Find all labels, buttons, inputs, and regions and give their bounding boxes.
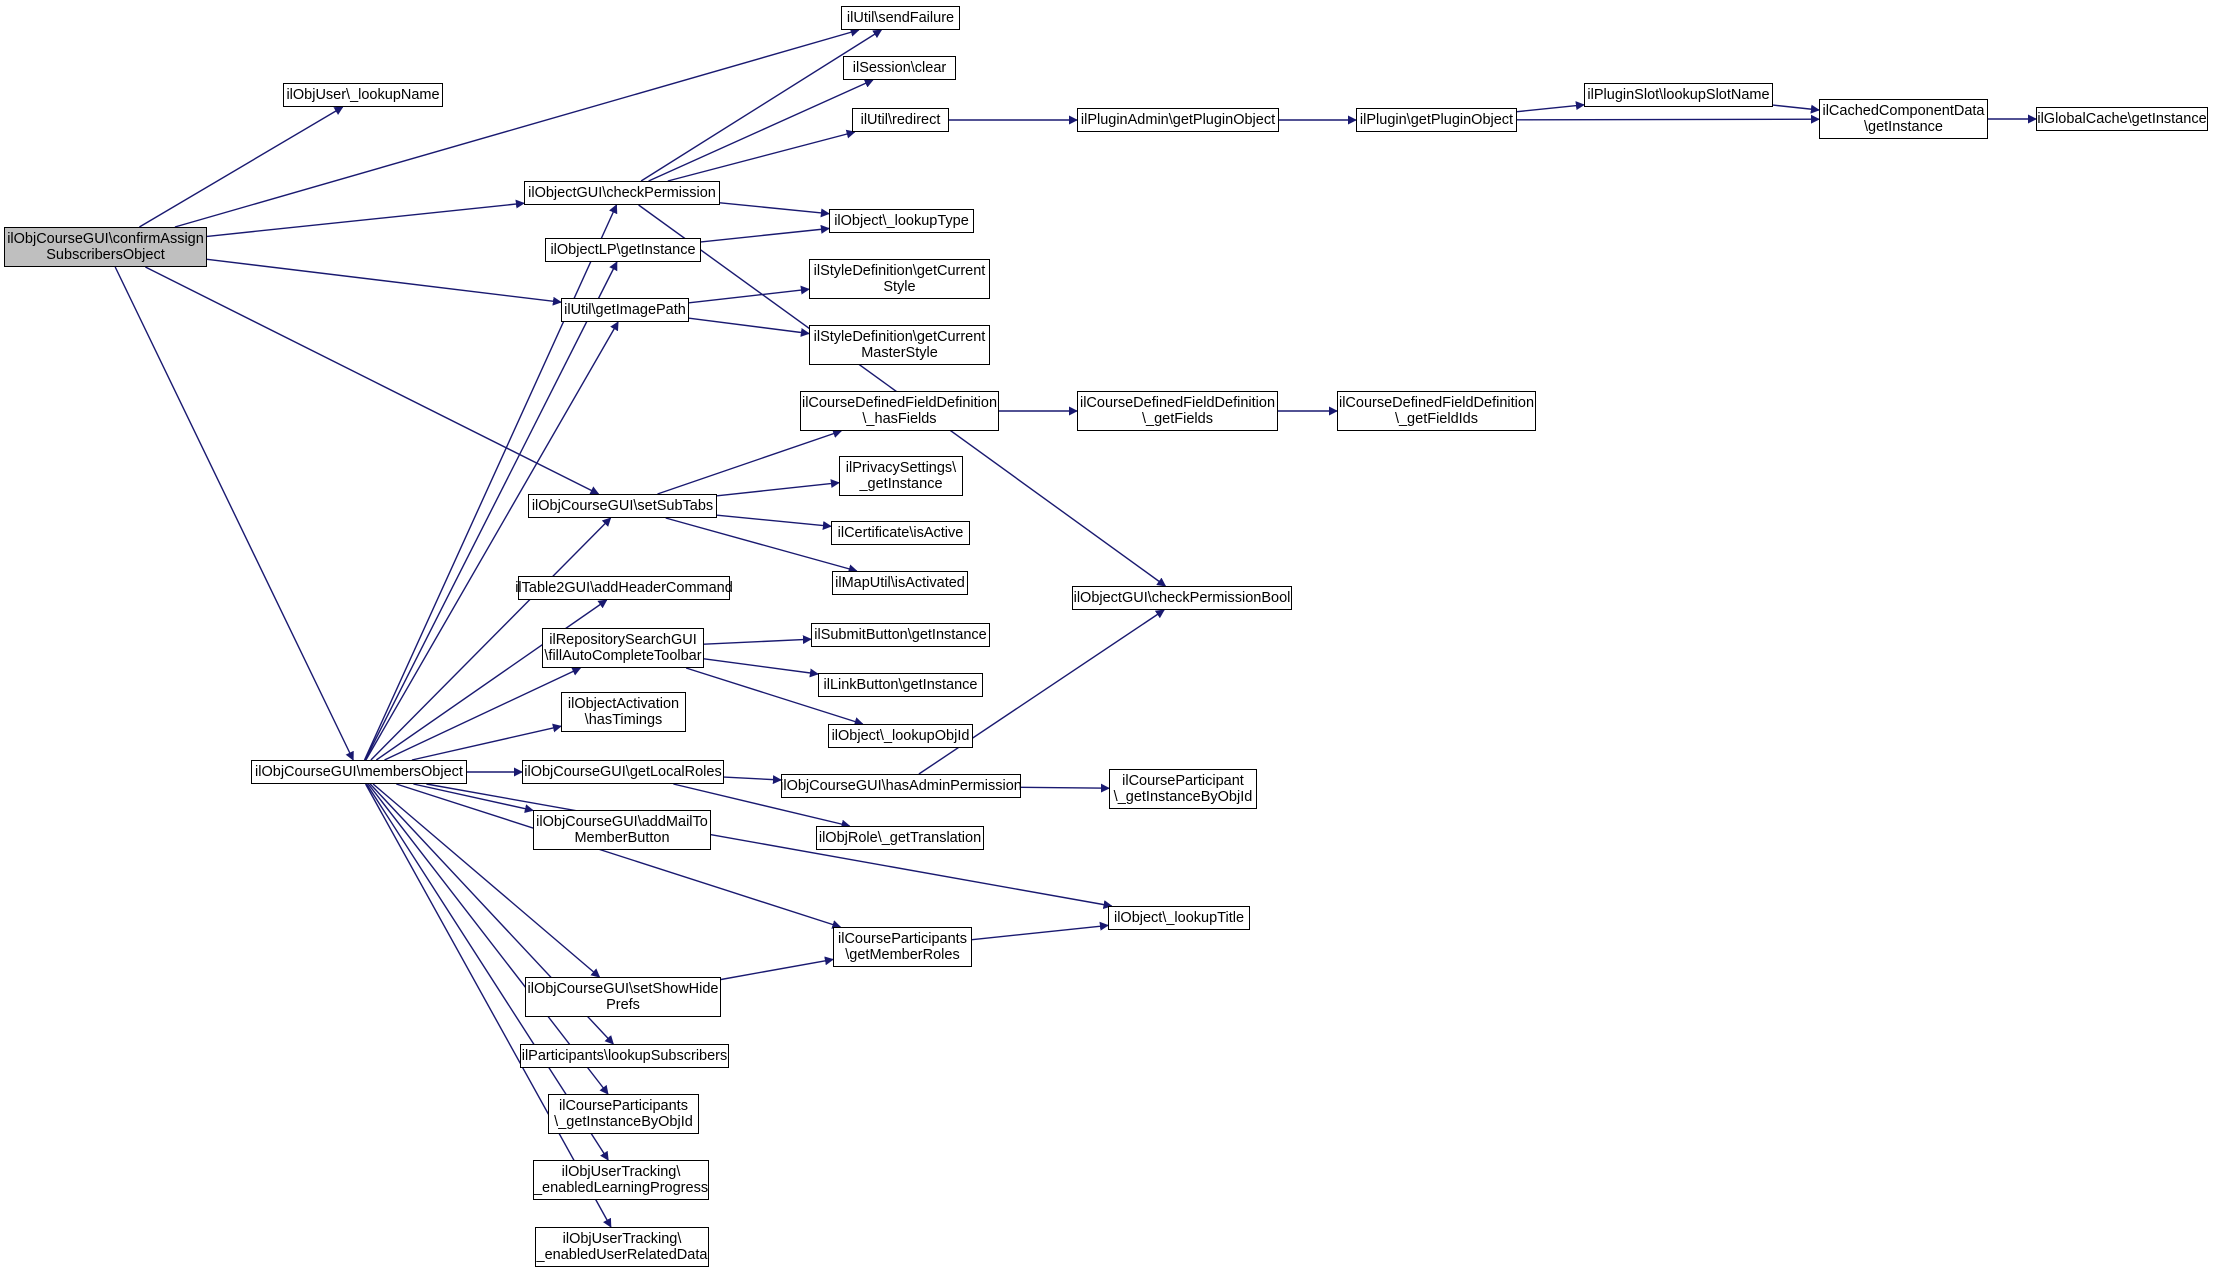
edge-pluginObj-to-cached: [1516, 114, 1820, 124]
edge-root-to-getImagePath: [206, 258, 562, 306]
edge-root-to-setSubTabs: [145, 266, 600, 495]
node-setSubTabs[interactable]: ilObjCourseGUI\setSubTabs: [528, 494, 717, 518]
edge-setShowHide-to-getMemberRoles: [720, 956, 834, 981]
edge-hasAdmin-to-cPartInstance: [1020, 783, 1110, 793]
node-slotName[interactable]: ilPluginSlot\lookupSlotName: [1584, 83, 1773, 107]
node-linkButton[interactable]: ilLinkButton\getInstance: [818, 673, 983, 697]
edge-members-to-cpInstance: [367, 783, 609, 1095]
node-addHeaderCommand[interactable]: ilTable2GUI\addHeaderCommand: [515, 576, 733, 600]
edge-members-to-enabledURD: [364, 783, 612, 1228]
edge-checkPermission-to-redirect: [667, 129, 856, 182]
edge-setSubTabs-to-privacy: [716, 479, 840, 497]
edge-getLocalRoles-to-hasAdmin: [723, 775, 782, 785]
edge-root-to-lookupName: [139, 106, 344, 228]
node-lookupObjId[interactable]: ilObject\_lookupObjId: [828, 724, 973, 748]
edge-members-to-hasTimings: [411, 723, 562, 761]
edge-slotName-to-cached: [1772, 104, 1820, 114]
node-lookupName[interactable]: ilObjUser\_lookupName: [283, 83, 443, 107]
edge-members-to-addMail: [413, 783, 534, 814]
edge-root-to-sendFailure: [174, 27, 860, 228]
edge-getImagePath-to-currentStyle: [688, 285, 810, 304]
node-pluginObj[interactable]: ilPlugin\getPluginObject: [1356, 108, 1517, 132]
node-cpInstance[interactable]: ilCourseParticipants \_getInstanceByObjI…: [548, 1094, 699, 1134]
node-certificate[interactable]: ilCertificate\isActive: [831, 521, 970, 545]
node-root[interactable]: ilObjCourseGUI\confirmAssign Subscribers…: [4, 227, 207, 267]
node-getLocalRoles[interactable]: ilObjCourseGUI\getLocalRoles: [522, 760, 724, 784]
edge-members-to-setSubTabs: [370, 517, 612, 761]
edge-setSubTabs-to-mapUtil: [665, 517, 858, 574]
node-members[interactable]: ilObjCourseGUI\membersObject: [251, 760, 467, 784]
node-enabledLP[interactable]: ilObjUserTracking\ _enabledLearningProgr…: [533, 1160, 709, 1200]
node-sendFailure[interactable]: ilUtil\sendFailure: [841, 6, 960, 30]
node-pluginAdmin[interactable]: ilPluginAdmin\getPluginObject: [1077, 108, 1279, 132]
edge-members-to-lookupTitle: [426, 783, 1113, 910]
node-checkPermBool[interactable]: ilObjectGUI\checkPermissionBool: [1072, 586, 1292, 610]
node-objectLP[interactable]: ilObjectLP\getInstance: [545, 238, 701, 262]
edge-objectLP-to-lookupType: [700, 224, 830, 243]
node-getMemberRoles[interactable]: ilCourseParticipants \getMemberRoles: [833, 927, 972, 967]
node-getFieldIds[interactable]: ilCourseDefinedFieldDefinition \_getFiel…: [1337, 391, 1536, 431]
node-hasTimings[interactable]: ilObjectActivation \hasTimings: [561, 692, 686, 732]
node-lookupType[interactable]: ilObject\_lookupType: [829, 209, 974, 233]
edge-members-to-objectLP: [364, 261, 618, 761]
edge-root-to-checkPermission: [206, 199, 525, 238]
edge-checkPermission-to-sendFailure: [640, 29, 883, 182]
edge-fillAuto-to-lookupObjId: [685, 667, 864, 726]
node-lookupTitle[interactable]: ilObject\_lookupTitle: [1108, 906, 1250, 930]
edge-fillAuto-to-linkButton: [703, 658, 819, 678]
node-privacy[interactable]: ilPrivacySettings\ _getInstance: [839, 456, 963, 496]
edge-getImagePath-to-currentMaster: [688, 317, 810, 337]
node-currentStyle[interactable]: ilStyleDefinition\getCurrent Style: [809, 259, 990, 299]
node-submitButton[interactable]: ilSubmitButton\getInstance: [811, 623, 990, 647]
edge-getLocalRoles-to-getTranslation: [673, 783, 851, 829]
node-addMail[interactable]: ilObjCourseGUI\addMailTo MemberButton: [533, 810, 711, 850]
edge-members-to-addHeaderCommand: [375, 599, 608, 761]
edge-members-to-setShowHide: [372, 783, 601, 978]
edge-members-to-getImagePath: [365, 321, 619, 761]
node-getTranslation[interactable]: ilObjRole\_getTranslation: [816, 826, 984, 850]
node-sessionClear[interactable]: ilSession\clear: [843, 56, 956, 80]
edge-pluginObj-to-slotName: [1516, 101, 1585, 113]
node-setShowHide[interactable]: ilObjCourseGUI\setShowHide Prefs: [525, 977, 721, 1017]
node-hasAdmin[interactable]: ilObjCourseGUI\hasAdminPermission: [780, 774, 1022, 798]
node-mapUtil[interactable]: ilMapUtil\isActivated: [832, 571, 968, 595]
edge-setSubTabs-to-certificate: [716, 514, 832, 530]
node-currentMaster[interactable]: ilStyleDefinition\getCurrent MasterStyle: [809, 325, 990, 365]
node-cPartInstance[interactable]: ilCourseParticipant \_getInstanceByObjId: [1109, 769, 1257, 809]
node-globalCache[interactable]: ilGlobalCache\getInstance: [2036, 107, 2208, 131]
node-checkPermission[interactable]: ilObjectGUI\checkPermission: [524, 181, 720, 205]
edge-getMemberRoles-to-lookupTitle: [971, 921, 1109, 941]
node-lookupSubscribers[interactable]: ilParticipants\lookupSubscribers: [520, 1044, 729, 1068]
edge-members-to-fillAuto: [384, 667, 582, 761]
node-enabledURD[interactable]: ilObjUserTracking\ _enabledUserRelatedDa…: [535, 1227, 709, 1267]
edge-members-to-checkPermission: [363, 204, 618, 761]
node-getFields[interactable]: ilCourseDefinedFieldDefinition \_getFiel…: [1077, 391, 1278, 431]
node-hasFields[interactable]: ilCourseDefinedFieldDefinition \_hasFiel…: [800, 391, 999, 431]
node-redirect[interactable]: ilUtil\redirect: [852, 108, 949, 132]
edge-checkPermission-to-lookupType: [719, 202, 830, 218]
edge-checkPermission-to-sessionClear: [648, 79, 874, 182]
node-fillAuto[interactable]: ilRepositorySearchGUI \fillAutoCompleteT…: [542, 628, 704, 668]
edge-setSubTabs-to-hasFields: [657, 429, 843, 495]
edge-root-to-members: [114, 266, 354, 761]
node-cached[interactable]: ilCachedComponentData \getInstance: [1819, 99, 1988, 139]
edge-fillAuto-to-submitButton: [703, 635, 812, 645]
node-getImagePath[interactable]: ilUtil\getImagePath: [561, 298, 689, 322]
edge-members-to-getMemberRoles: [396, 783, 842, 929]
